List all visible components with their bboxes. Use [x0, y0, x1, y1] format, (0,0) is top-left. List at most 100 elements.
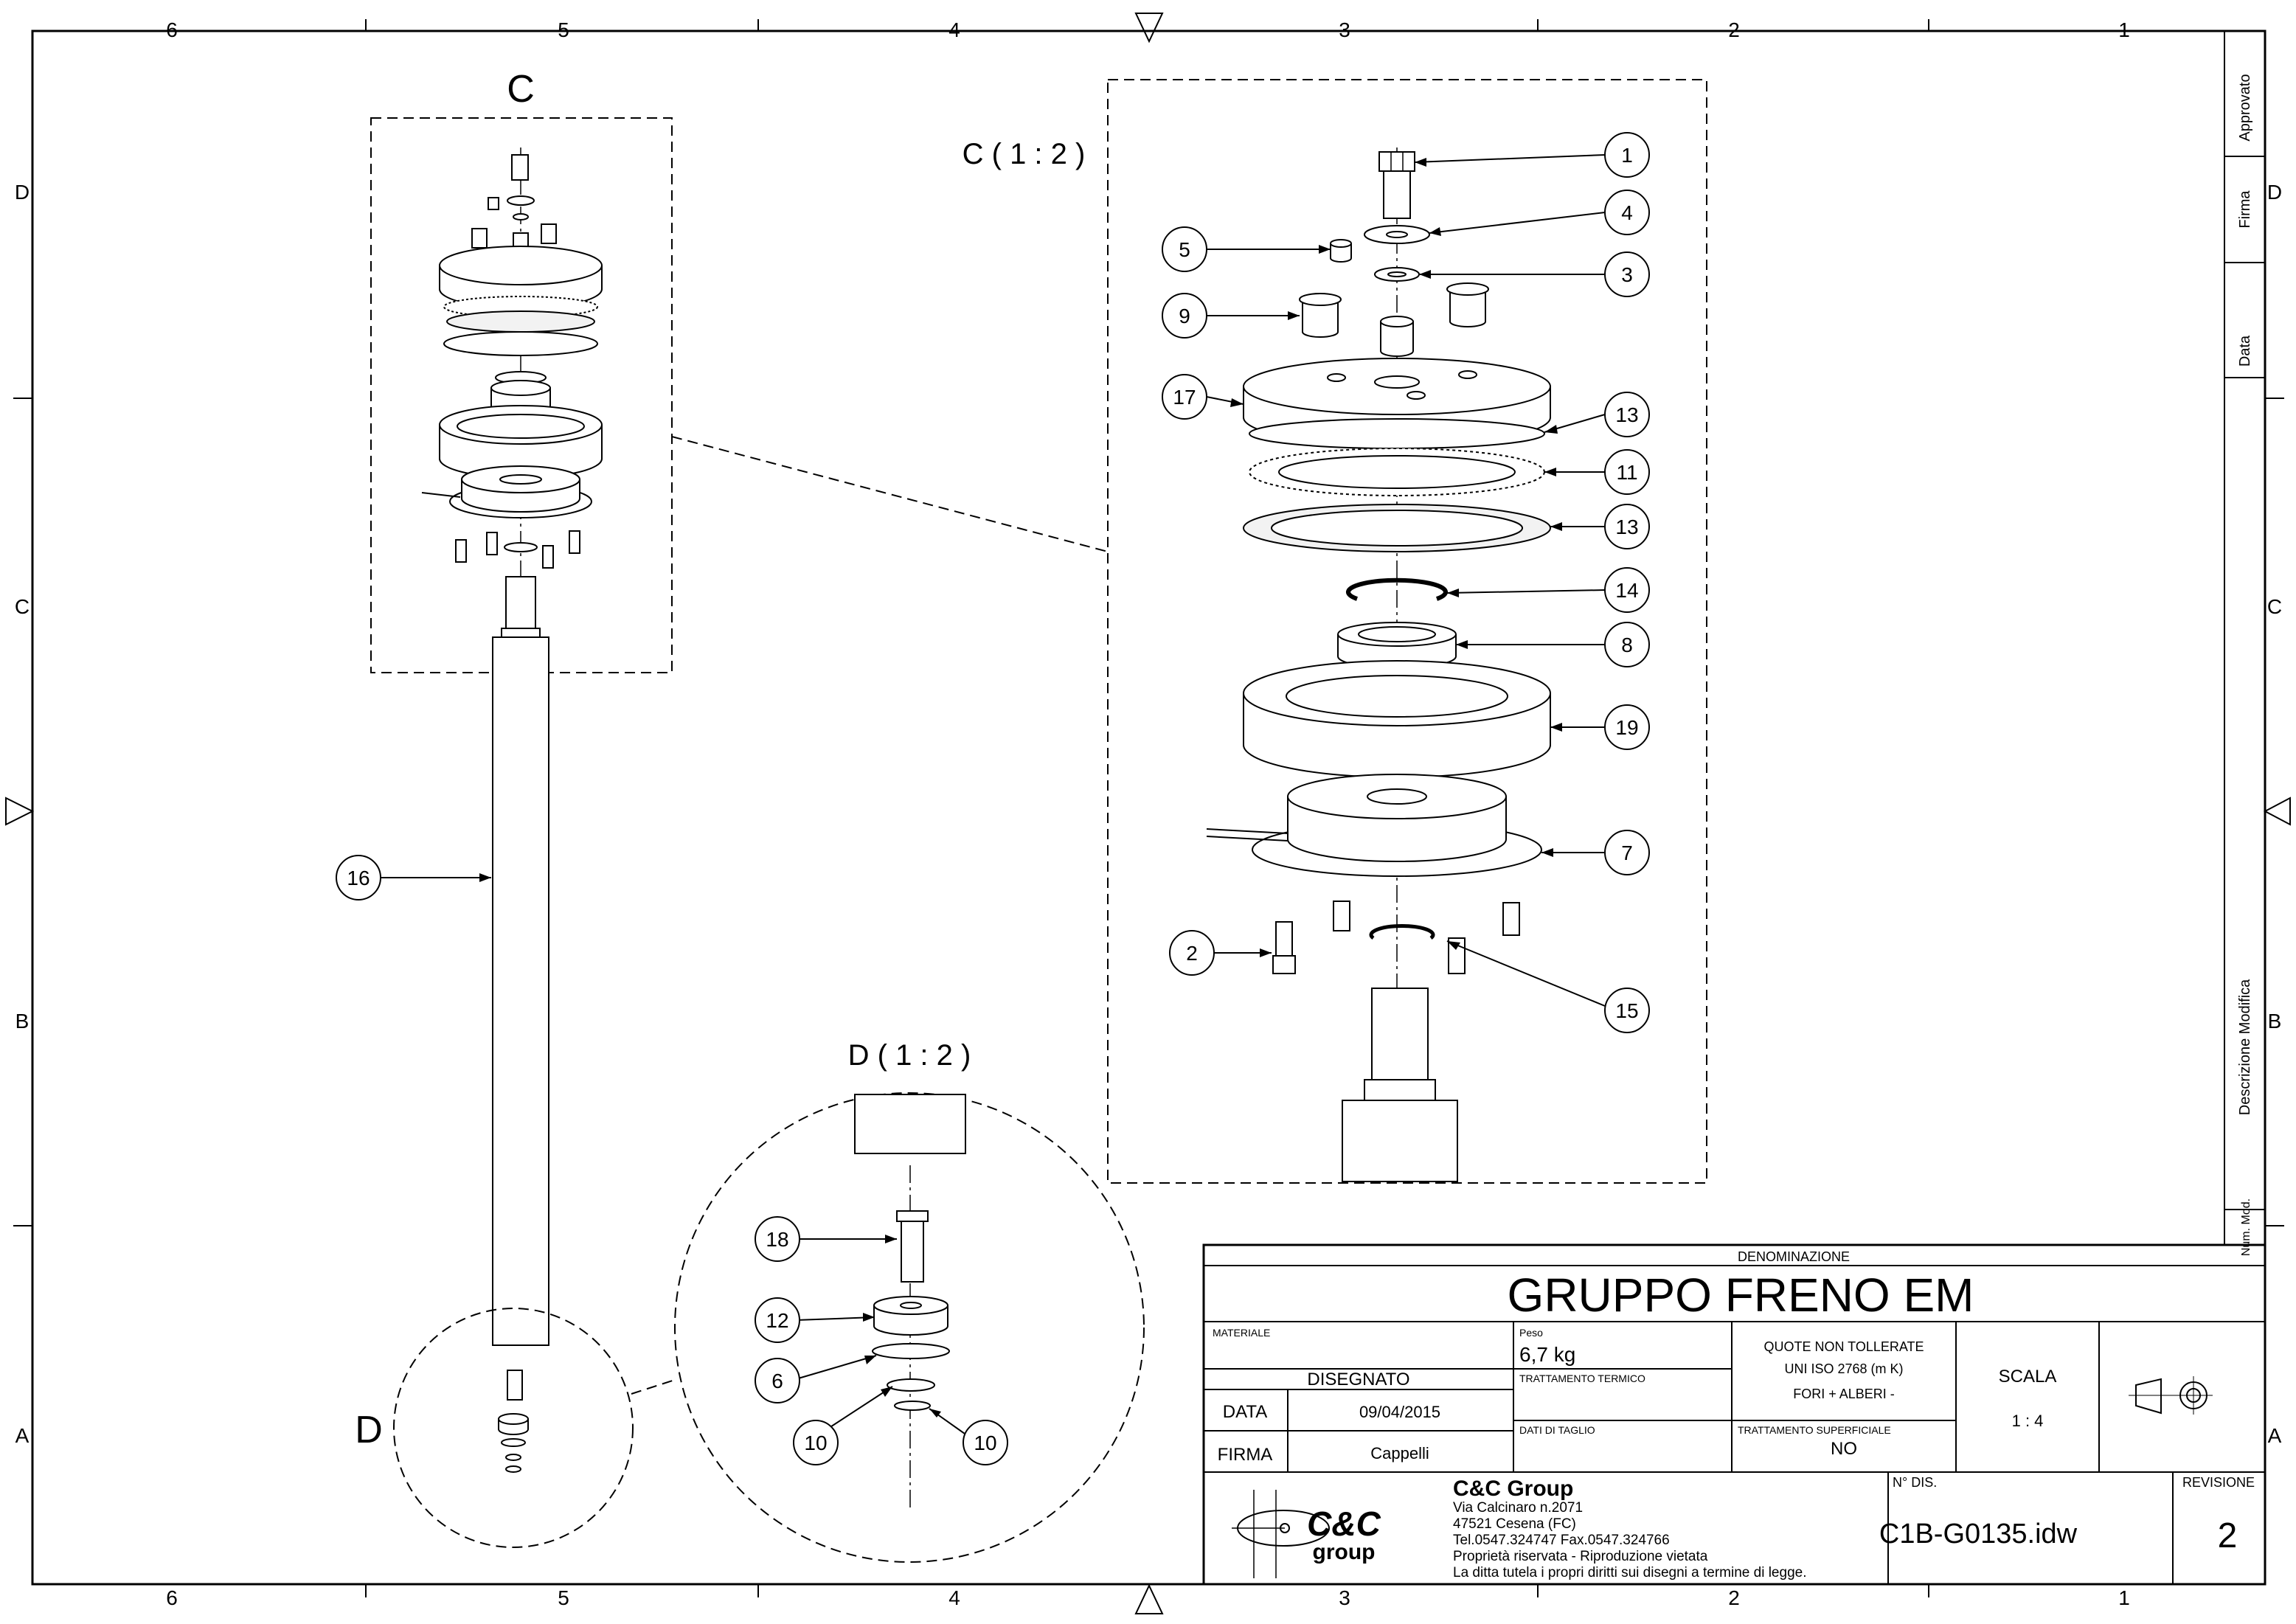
revision-strip: Approvato Firma Data Descrizione Modific… [2224, 31, 2265, 1256]
peso-value: 6,7 kg [1519, 1343, 1575, 1366]
balloon-18 [755, 1216, 800, 1262]
logo-main-text: C&C [1307, 1505, 1381, 1543]
balloon-16-label: 16 [347, 867, 370, 889]
zone-row-a-left: A [15, 1424, 30, 1447]
logo-sub-text: group [1313, 1540, 1376, 1564]
zone-labels: 6 5 4 3 2 1 6 5 4 3 2 1 D C B A D C B A [15, 18, 2282, 1609]
zone-row-c-left: C [15, 595, 30, 618]
balloon-19-label: 19 [1615, 716, 1638, 739]
zone-row-d-right: D [2267, 181, 2282, 204]
balloon-10a [793, 1420, 839, 1465]
detail-c-title: C ( 1 : 2 ) [963, 138, 1086, 170]
zone-col-2-top: 2 [1728, 18, 1740, 41]
scala-label: SCALA [1999, 1367, 2057, 1387]
detail-d-zoom-boundary [674, 1092, 1145, 1563]
address-line-5: La ditta tutela i propri diritti sui dis… [1453, 1565, 1806, 1580]
ndis-value: C1B-G0135.idw [1879, 1519, 2078, 1550]
disegnato-label: DISEGNATO [1307, 1370, 1409, 1389]
company-logo: C&C group [1232, 1490, 1381, 1578]
zone-col-2-bottom: 2 [1728, 1586, 1740, 1609]
balloon-11-label: 11 [1616, 461, 1637, 484]
balloon-10a-label: 10 [804, 1432, 827, 1454]
zone-row-d-left: D [15, 181, 30, 204]
num-mod-label: Num. Mod. [2240, 1198, 2252, 1256]
firma-value: Cappelli [1370, 1444, 1429, 1462]
descrizione-modifica-label: Descrizione Modifica [2237, 979, 2253, 1115]
quote-line-3: FORI + ALBERI - [1793, 1387, 1895, 1401]
peso-label: Peso [1519, 1327, 1543, 1339]
zone-col-1-bottom: 1 [2118, 1586, 2130, 1609]
sheet-frame [5, 13, 2291, 1614]
scala-value: 1 : 4 [2012, 1412, 2044, 1430]
balloon-12 [755, 1297, 800, 1343]
detail-d-boundary [393, 1308, 634, 1548]
quote-line-2: UNI ISO 2768 (m K) [1784, 1361, 1903, 1376]
zone-col-5-top: 5 [558, 18, 569, 41]
balloon-1-label: 1 [1621, 144, 1633, 167]
revisione-value: 2 [2218, 1516, 2238, 1555]
balloon-14-label: 14 [1615, 579, 1638, 602]
balloon-13a-label: 13 [1615, 403, 1638, 426]
tube-part-16 [492, 636, 549, 1346]
balloon-8-label: 8 [1621, 634, 1633, 656]
detail-d-title: D ( 1 : 2 ) [848, 1039, 971, 1072]
data-value: 09/04/2015 [1359, 1403, 1440, 1421]
balloon-13b-label: 13 [1615, 516, 1638, 538]
detail-d-marker: D [355, 1409, 383, 1451]
balloon-11 [1604, 449, 1650, 495]
balloon-10b-label: 10 [974, 1432, 996, 1454]
balloon-17-label: 17 [1173, 386, 1196, 409]
balloon-9 [1162, 293, 1207, 339]
data-column-label: Data [2237, 335, 2253, 367]
balloon-2-label: 2 [1186, 942, 1198, 965]
balloon-16 [336, 855, 381, 901]
address-line-3: Tel.0547.324747 Fax.0547.324766 [1453, 1533, 1670, 1548]
dati-taglio-label: DATI DI TAGLIO [1519, 1424, 1595, 1436]
balloon-14 [1604, 567, 1650, 613]
materiale-label: MATERIALE [1213, 1327, 1270, 1339]
balloon-2 [1169, 930, 1215, 976]
balloon-15-label: 15 [1615, 999, 1638, 1022]
balloon-12-label: 12 [766, 1309, 788, 1332]
zone-col-6-bottom: 6 [166, 1586, 178, 1609]
balloon-6 [755, 1358, 800, 1403]
balloon-7 [1604, 830, 1650, 875]
balloon-3-label: 3 [1621, 263, 1633, 286]
detail-c-zoom-boundary [1107, 79, 1707, 1184]
overview-assembly: C [336, 68, 1109, 1548]
balloon-1 [1604, 132, 1650, 178]
zone-row-b-left: B [15, 1010, 30, 1033]
data-label: DATA [1223, 1402, 1267, 1422]
zone-col-4-bottom: 4 [948, 1586, 960, 1609]
balloon-6-label: 6 [771, 1370, 783, 1392]
zone-row-c-right: C [2267, 595, 2282, 618]
balloon-3 [1604, 251, 1650, 297]
detail-c-leader [671, 436, 1109, 552]
zone-col-3-bottom: 3 [1339, 1586, 1350, 1609]
balloon-4-label: 4 [1621, 201, 1633, 224]
balloon-13a [1604, 392, 1650, 437]
denominazione-label: DENOMINAZIONE [1738, 1249, 1850, 1264]
drawing-title: GRUPPO FRENO EM [1508, 1269, 1974, 1322]
company-name: C&C Group [1453, 1476, 1573, 1501]
balloon-7-label: 7 [1621, 842, 1633, 864]
address-line-1: Via Calcinaro n.2071 [1453, 1500, 1583, 1516]
balloon-10b [963, 1420, 1008, 1465]
address-line-2: 47521 Cesena (FC) [1453, 1516, 1576, 1532]
zone-row-b-right: B [2268, 1010, 2282, 1033]
zone-row-a-right: A [2268, 1424, 2282, 1447]
zone-col-5-bottom: 5 [558, 1586, 569, 1609]
title-block: DENOMINAZIONE GRUPPO FRENO EM MATERIALE … [1202, 1243, 2266, 1586]
detail-d-view: D ( 1 : 2 ) 18 12 6 10 10 [674, 1039, 1145, 1563]
address-line-4: Proprietà riservata - Riproduzione vieta… [1453, 1549, 1708, 1564]
ndis-label: N° DIS. [1893, 1475, 1937, 1490]
firma-label: FIRMA [1218, 1445, 1273, 1465]
firma-column-label: Firma [2237, 190, 2253, 229]
approvato-label: Approvato [2237, 74, 2253, 141]
balloon-17 [1162, 374, 1207, 420]
balloon-4 [1604, 190, 1650, 235]
balloon-13b [1604, 504, 1650, 549]
quote-line-1: QUOTE NON TOLLERATE [1763, 1339, 1924, 1354]
zone-col-1-top: 1 [2118, 18, 2130, 41]
